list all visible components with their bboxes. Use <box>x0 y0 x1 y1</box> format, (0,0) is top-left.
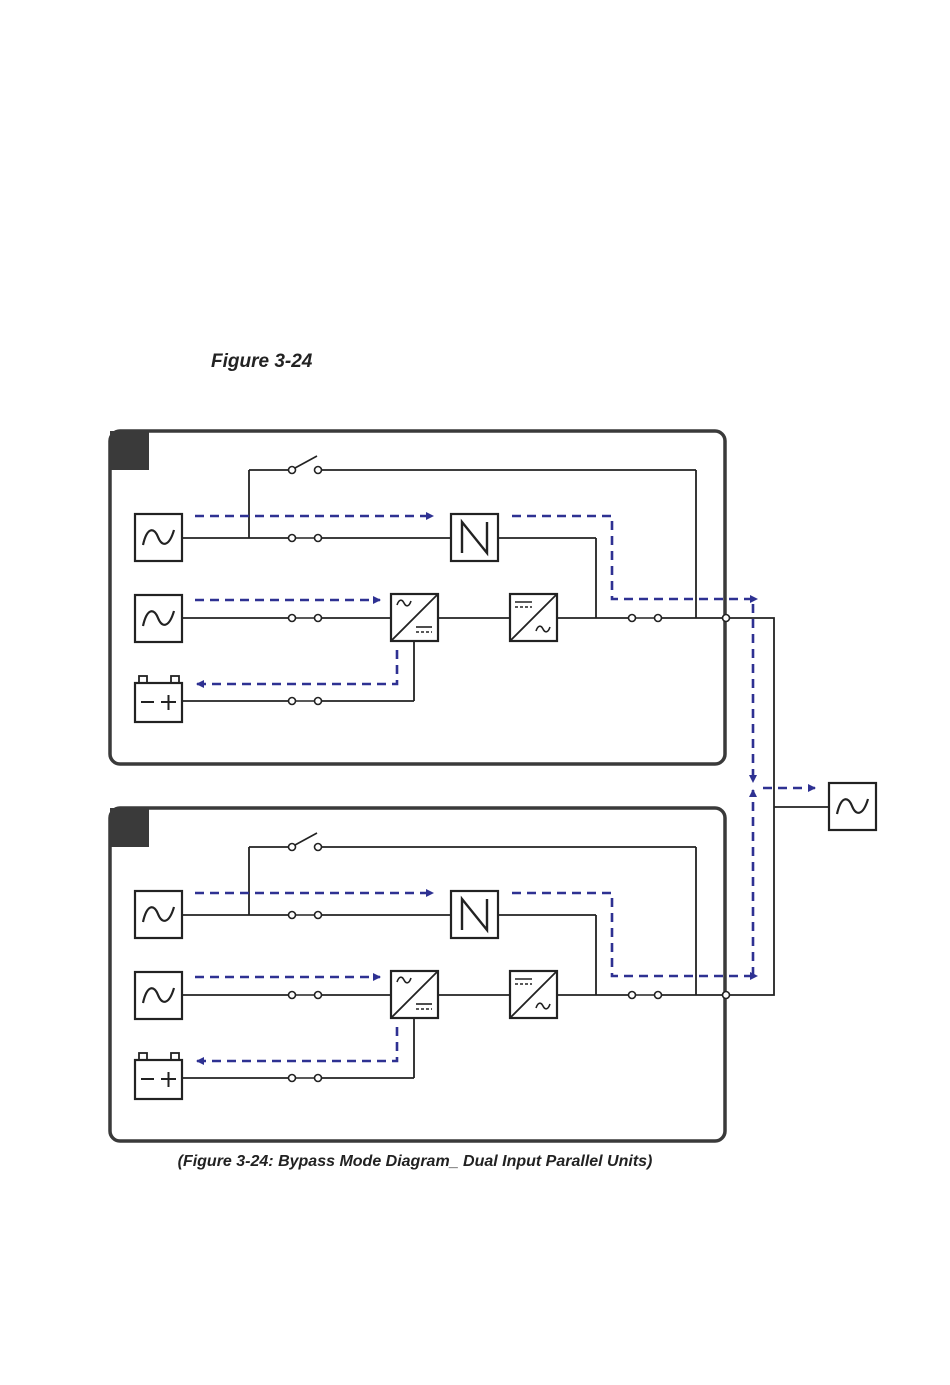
unit-wiring <box>183 470 726 701</box>
breaker-icon <box>289 698 322 705</box>
breaker-icon <box>289 615 322 622</box>
sine-wave-icon <box>135 514 182 561</box>
output-bus <box>729 618 829 995</box>
ac-load-icon <box>829 783 876 830</box>
unit-badge <box>110 431 149 470</box>
output-node <box>723 615 730 622</box>
sine-wave-icon <box>135 595 182 642</box>
dc-ac-converter-icon <box>510 594 557 641</box>
ac-dc-converter-icon <box>391 594 438 641</box>
lower-ups-unit <box>110 808 757 1141</box>
upper-ups-unit <box>110 431 757 764</box>
breaker-icon <box>289 535 322 542</box>
figure-caption: (Figure 3-24: Bypass Mode Diagram_ Dual … <box>0 1153 830 1171</box>
maintenance-switch-icon <box>289 456 322 474</box>
battery-icon <box>135 676 182 722</box>
power-flow-to-load <box>753 604 815 976</box>
static-switch-icon <box>451 514 498 561</box>
breaker-icon <box>629 615 662 622</box>
